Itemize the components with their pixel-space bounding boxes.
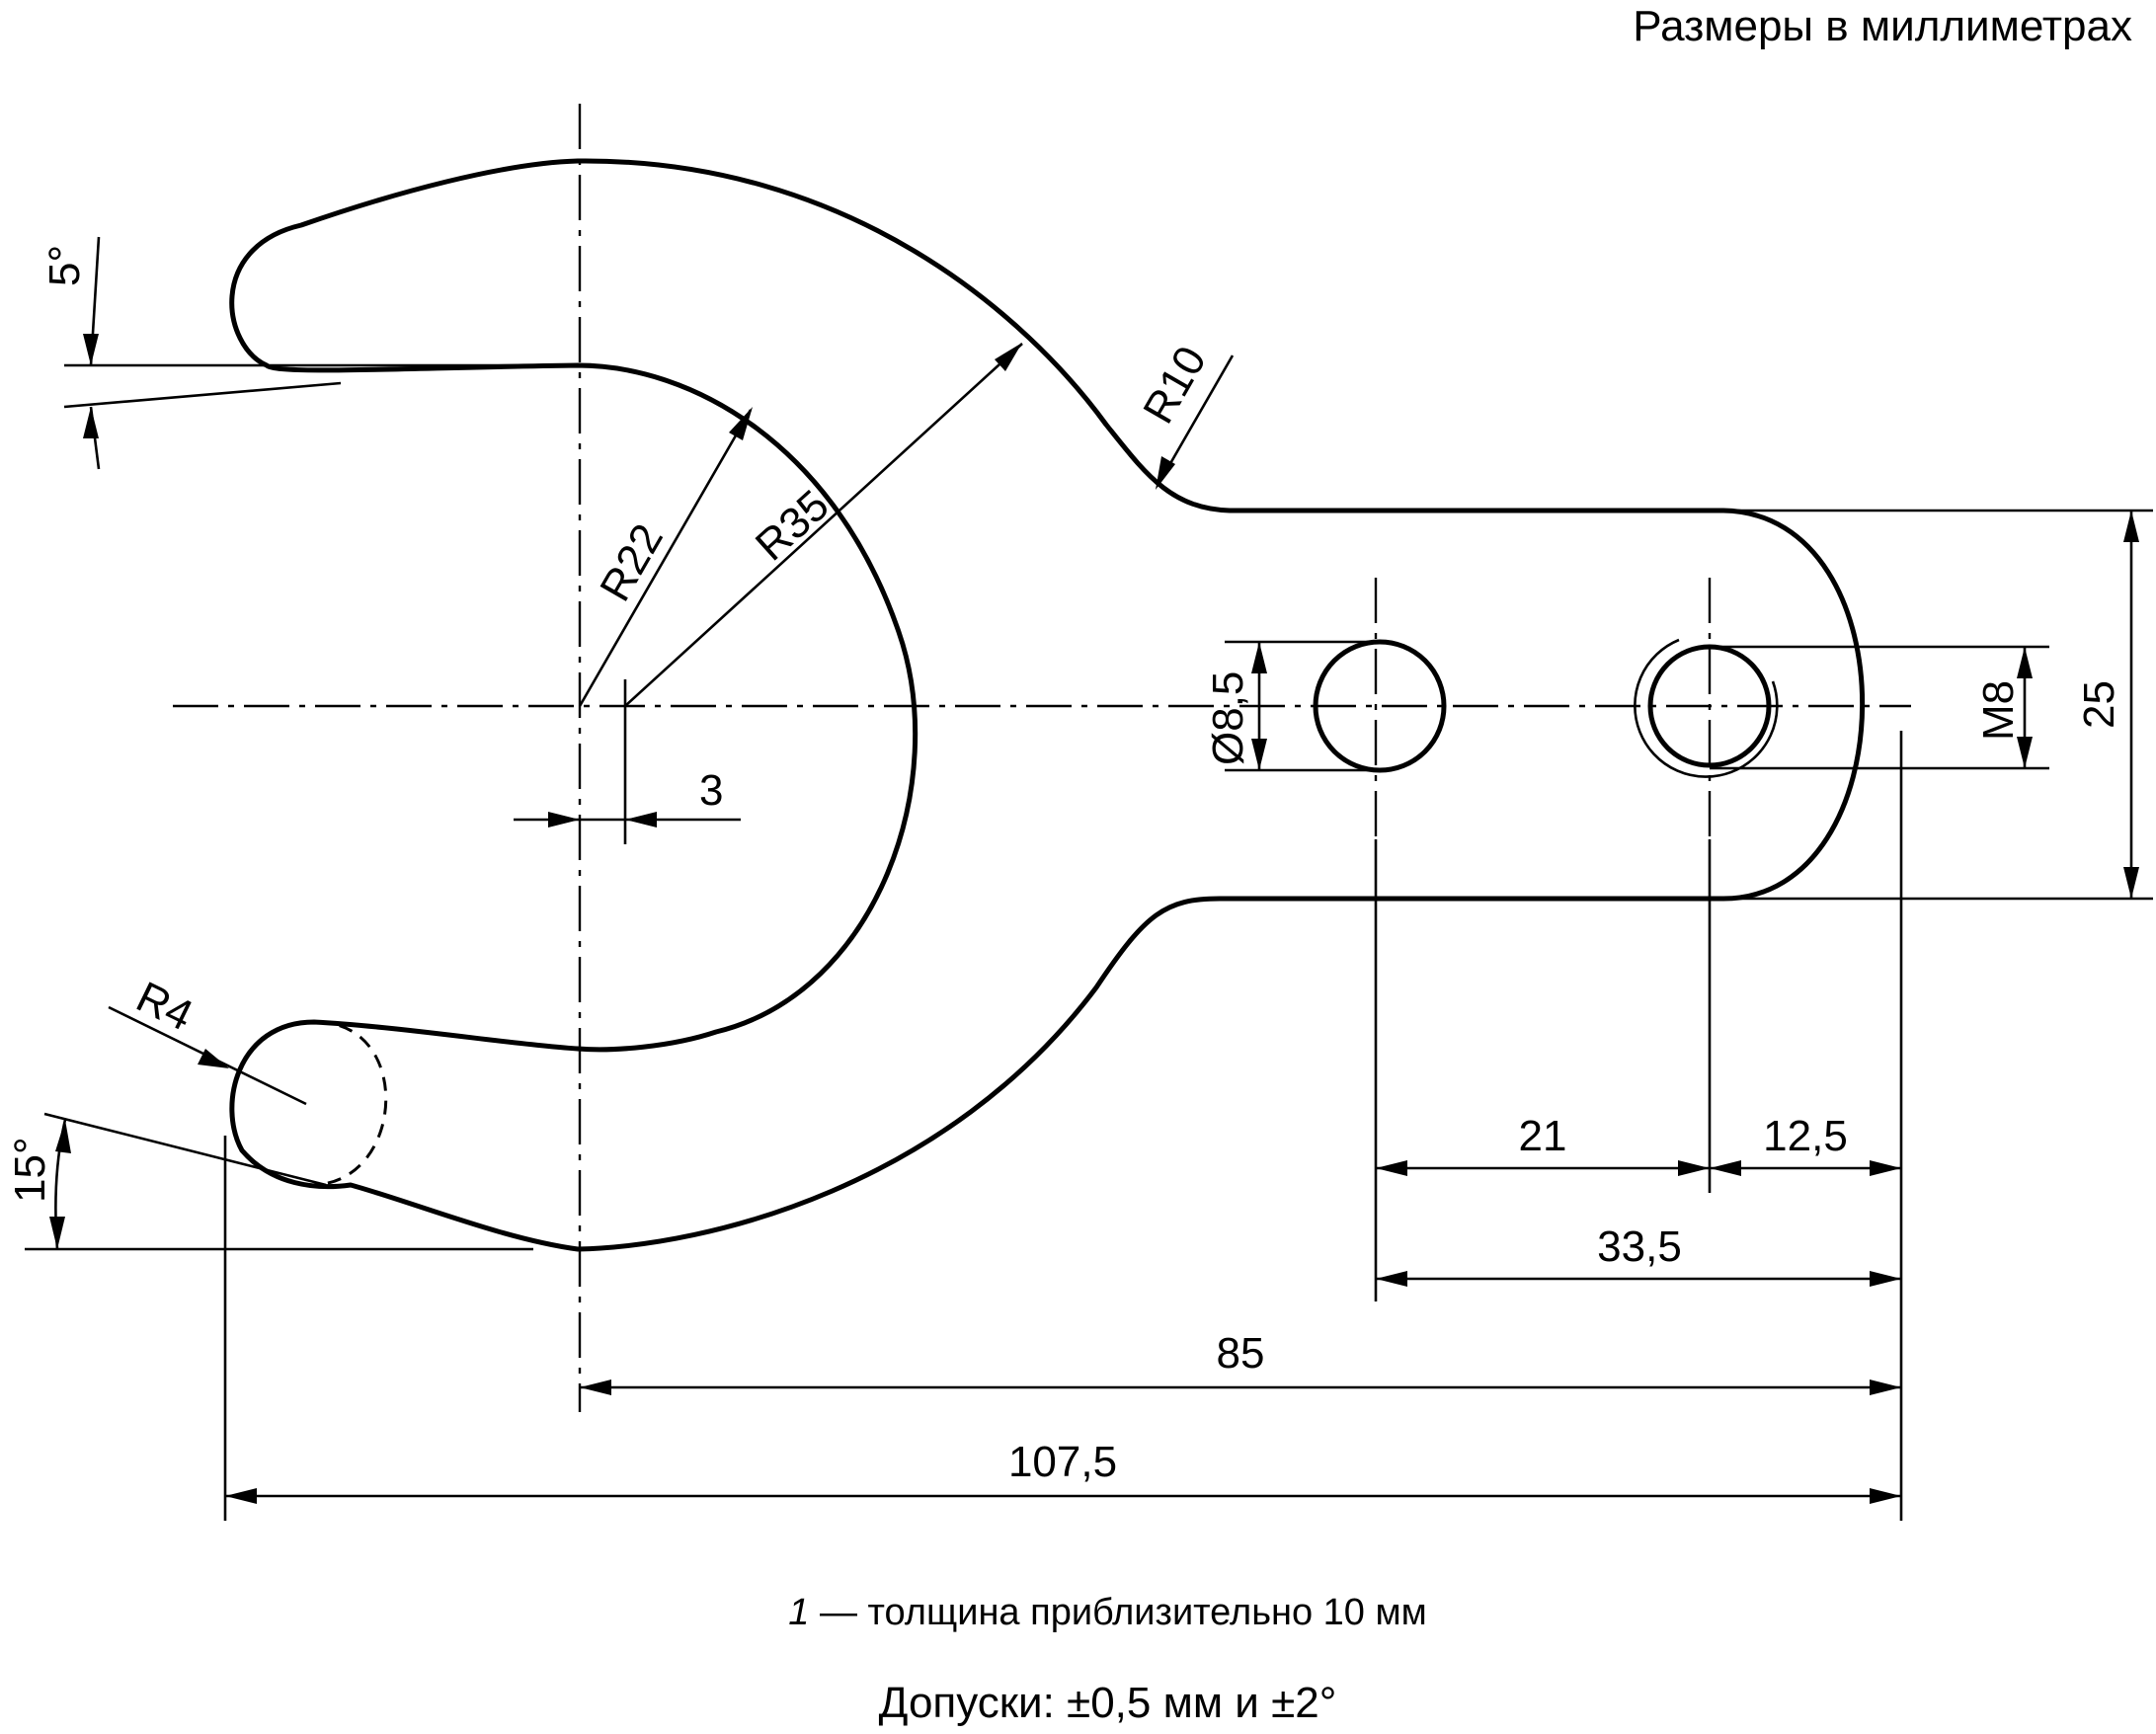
center-to-end-label: 85 bbox=[1217, 1329, 1265, 1378]
units-note: Размеры в миллиметрах bbox=[1633, 2, 2132, 50]
r22-arrow bbox=[729, 407, 753, 440]
dim-21-arrow-1 bbox=[1376, 1160, 1407, 1176]
dim-85-arrow-1 bbox=[580, 1379, 611, 1395]
offset-arrow-2 bbox=[625, 812, 657, 828]
angle-bottom-arrow-1 bbox=[55, 1120, 71, 1153]
hole-to-end-label: 33,5 bbox=[1597, 1222, 1682, 1271]
thread-to-end-label: 12,5 bbox=[1763, 1112, 1848, 1160]
thread-arrow-2 bbox=[2017, 737, 2033, 768]
r10-arrow bbox=[1156, 456, 1175, 490]
thread-label: M8 bbox=[1974, 680, 2023, 741]
dim-21-arrow-2 bbox=[1678, 1160, 1710, 1176]
thickness-note-text: — толщина приблизительно 10 мм bbox=[809, 1592, 1427, 1633]
offset-label: 3 bbox=[699, 766, 723, 815]
r35-leader bbox=[624, 343, 1023, 707]
wrench-outline bbox=[229, 158, 1866, 1252]
r4-label: R4 bbox=[129, 973, 200, 1041]
angle-top-arrow-2 bbox=[83, 407, 99, 438]
dim-33-5-arrow-1 bbox=[1376, 1271, 1407, 1287]
dim-12-5-arrow-1 bbox=[1710, 1160, 1741, 1176]
thickness-note-number: 1 bbox=[788, 1592, 810, 1633]
angle-bottom-arrow-2 bbox=[49, 1217, 65, 1249]
dim-107-5-arrow-2 bbox=[1870, 1488, 1901, 1504]
offset-arrow-1 bbox=[548, 812, 580, 828]
dim-107-5-arrow-1 bbox=[225, 1488, 257, 1504]
jaw-tip-hidden-arc bbox=[310, 1020, 388, 1187]
angle-top-label: 5° bbox=[40, 245, 89, 286]
hole-diameter-label: Ø8,5 bbox=[1204, 671, 1252, 765]
hole-arrow-2 bbox=[1251, 739, 1267, 770]
angle-bottom-ref-slant bbox=[43, 1112, 327, 1187]
thread-arrow-1 bbox=[2017, 647, 2033, 678]
width-arrow-2 bbox=[2123, 867, 2139, 899]
r22-leader bbox=[578, 409, 753, 707]
dim-85-arrow-2 bbox=[1870, 1379, 1901, 1395]
thickness-note: 1 — толщина приблизительно 10 мм bbox=[0, 1592, 2156, 1634]
width-arrow-1 bbox=[2123, 511, 2139, 542]
r4-arrow bbox=[198, 1049, 229, 1068]
overall-length-label: 107,5 bbox=[1008, 1438, 1117, 1486]
handle-width-label: 25 bbox=[2075, 680, 2123, 729]
angle-bottom-label: 15° bbox=[6, 1137, 54, 1203]
hole-arrow-1 bbox=[1251, 642, 1267, 673]
dim-12-5-arrow-2 bbox=[1870, 1160, 1901, 1176]
dim-33-5-arrow-2 bbox=[1870, 1271, 1901, 1287]
r10-label: R10 bbox=[1134, 339, 1216, 432]
thread-hole-outer bbox=[1634, 638, 1779, 778]
tolerances-note: Допуски: ±0,5 мм и ±2° bbox=[878, 1679, 1337, 1727]
angle-top-arrow-1 bbox=[83, 334, 99, 365]
r22-label: R22 bbox=[591, 516, 673, 609]
angle-top-ref-slant bbox=[63, 381, 342, 409]
r35-arrow bbox=[995, 343, 1022, 371]
hole-spacing-label: 21 bbox=[1519, 1112, 1567, 1160]
